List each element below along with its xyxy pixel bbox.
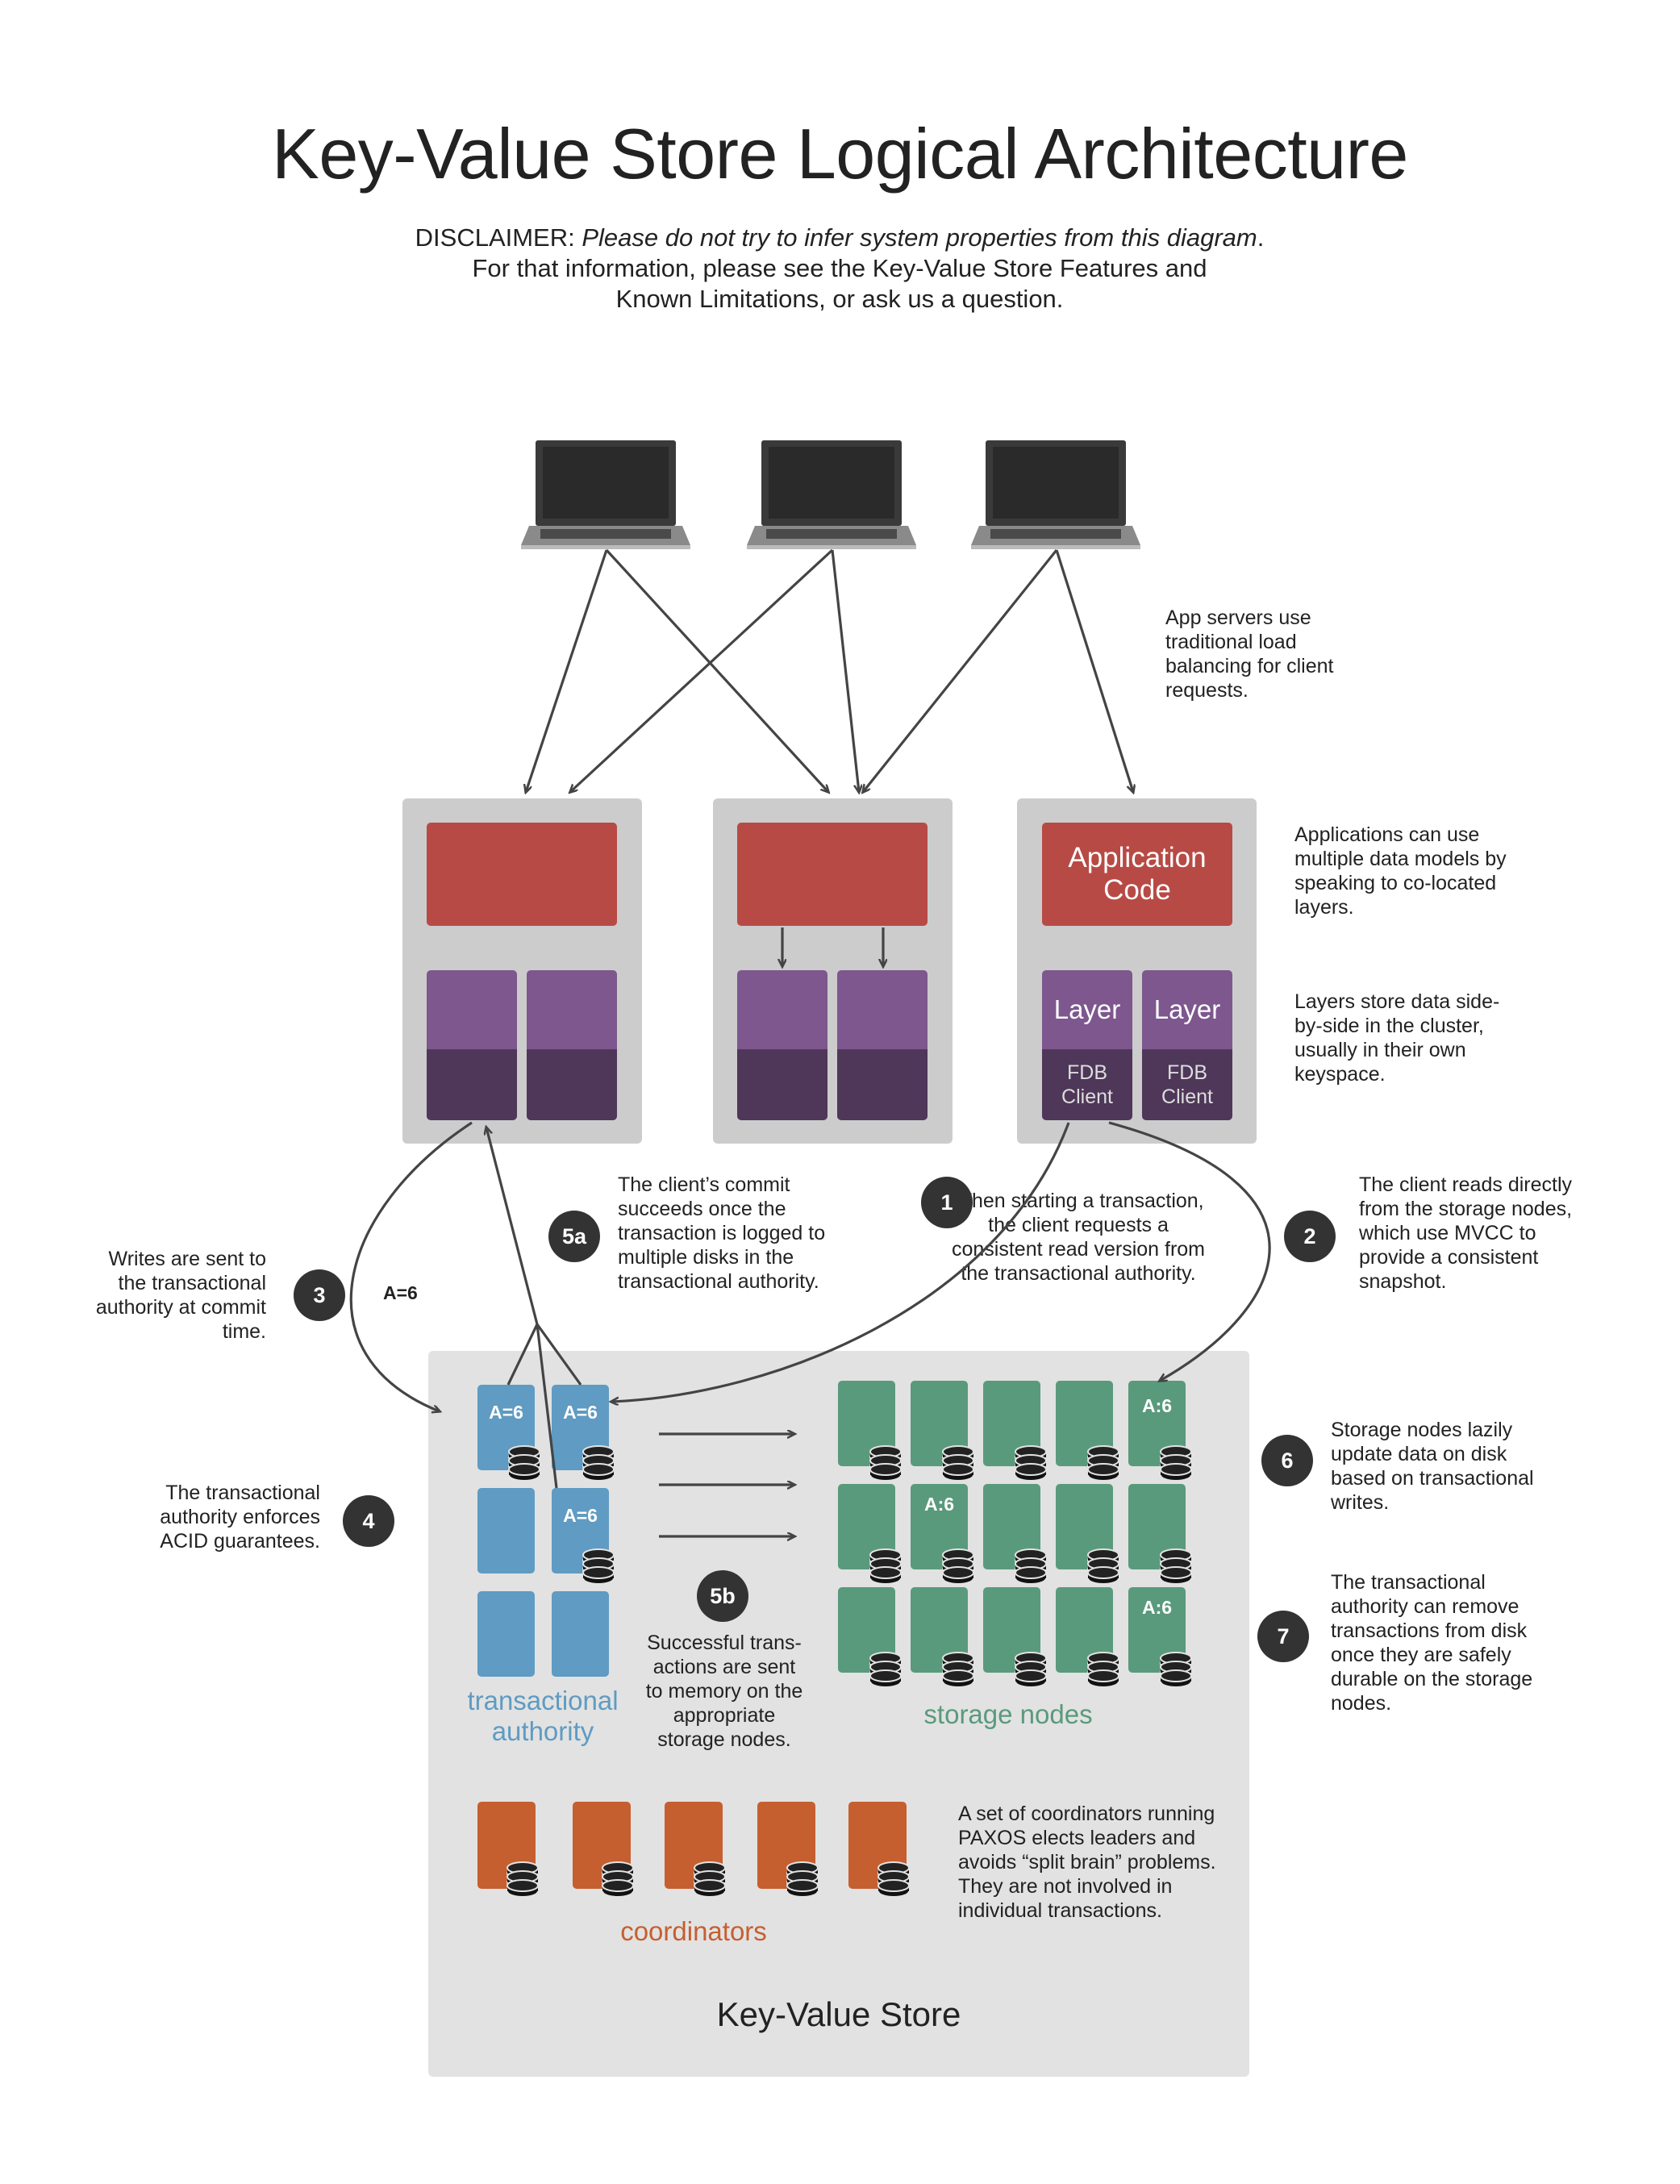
ta-node-6: [552, 1591, 609, 1677]
step-badge-2: 2: [1284, 1211, 1336, 1262]
disclaimer-period: .: [1257, 223, 1265, 252]
note-step5b: Successful trans-actions are sent to mem…: [645, 1632, 803, 1751]
ta-node-label: A=6: [563, 1402, 598, 1423]
step-badge-7: 7: [1257, 1611, 1309, 1662]
note-step3: Writes are sent to the transactional aut…: [95, 1248, 266, 1343]
application-code-label: Application Code: [1068, 842, 1207, 906]
disk-icon: [942, 1652, 974, 1688]
step-badge-5b: 5b: [697, 1570, 748, 1622]
key-value-store-label: Key-Value Store: [716, 1995, 961, 2033]
commit-ack-line: [536, 1323, 582, 1386]
storage-node-label: A:6: [1141, 1597, 1173, 1618]
disk-icon: [942, 1445, 974, 1482]
disk-icon: [582, 1548, 615, 1585]
laptop-icon: [521, 440, 690, 549]
lb-arrow: [831, 549, 859, 792]
disclaimer-line2: For that information, please see the Key…: [472, 254, 1207, 282]
application-code-block-2: [737, 823, 928, 926]
disk-icon: [1160, 1548, 1192, 1585]
disk-icon: [1015, 1652, 1047, 1688]
disk-icon: [602, 1861, 634, 1898]
note-app-servers: App servers use traditional load balanci…: [1165, 606, 1334, 702]
disk-icon: [878, 1861, 910, 1898]
fdb-client-label: FDB Client: [1142, 1049, 1232, 1120]
lb-arrow: [863, 549, 1058, 792]
note-step6: Storage nodes lazily update data on disk…: [1331, 1419, 1534, 1514]
disk-icon: [869, 1445, 902, 1482]
disk-icon: [582, 1445, 615, 1482]
disk-icon: [507, 1861, 539, 1898]
disk-icon: [869, 1548, 902, 1585]
disk-icon: [694, 1861, 726, 1898]
step-badge-6: 6: [1261, 1435, 1313, 1486]
transactional-authority-label: transactional authority: [467, 1686, 619, 1746]
step-badge-1: 1: [921, 1177, 973, 1228]
layer-2a: [737, 970, 827, 1120]
note-step2: The client reads directly from the stora…: [1359, 1173, 1573, 1293]
layer-2b: [837, 970, 928, 1120]
write-arrow: [349, 1121, 473, 1411]
lb-arrow: [605, 548, 828, 792]
note-step5a: The client’s commit succeeds once the tr…: [618, 1173, 826, 1293]
note-coordinators: A set of coordinators running PAXOS elec…: [958, 1803, 1216, 1922]
laptop-icon: [971, 440, 1140, 549]
step-badge-4: 4: [343, 1495, 394, 1547]
disk-icon: [1087, 1652, 1119, 1688]
step-badge-5a: 5a: [548, 1211, 600, 1262]
lb-arrow: [526, 549, 608, 792]
disk-icon: [1015, 1548, 1047, 1585]
storage-read-arrow: [1108, 1121, 1271, 1381]
lb-arrow: [570, 548, 834, 792]
layer-label: Layer: [1042, 970, 1132, 1049]
write-value-label: A=6: [383, 1282, 418, 1303]
disk-icon: [869, 1652, 902, 1688]
coordinators-label: coordinators: [620, 1916, 767, 1946]
fdb-client-label: FDB Client: [1042, 1049, 1132, 1120]
disk-icon: [1160, 1445, 1192, 1482]
disclaimer-label: DISCLAIMER:: [415, 223, 582, 252]
note-layers: Layers store data side-by-side in the cl…: [1294, 990, 1500, 1086]
disk-icon: [1087, 1445, 1119, 1482]
note-step1: When starting a transaction, the client …: [951, 1190, 1206, 1285]
disk-icon: [1160, 1652, 1192, 1688]
storage-node-label: A:6: [923, 1494, 955, 1515]
layer-1a: [427, 970, 517, 1120]
ta-node-5: [477, 1591, 535, 1677]
page-title: Key-Value Store Logical Architecture: [272, 114, 1408, 194]
ta-node-label: A=6: [489, 1402, 523, 1423]
read-version-arrow: [611, 1122, 1070, 1402]
lb-arrow: [1055, 549, 1133, 792]
storage-nodes-label: storage nodes: [923, 1699, 1093, 1729]
note-applications: Applications can use multiple data model…: [1294, 823, 1507, 919]
ta-node-3: [477, 1488, 535, 1573]
commit-ack-line: [507, 1323, 539, 1386]
disclaimer: DISCLAIMER: Please do not try to infer s…: [315, 223, 1364, 315]
ta-node-label: A=6: [563, 1505, 598, 1526]
disclaimer-italic: Please do not try to infer system proper…: [582, 223, 1257, 252]
laptop-icon: [747, 440, 916, 549]
disclaimer-line3: Known Limitations, or ask us a question.: [615, 285, 1064, 313]
disk-icon: [1015, 1445, 1047, 1482]
disk-icon: [786, 1861, 819, 1898]
commit-ack-line: [536, 1323, 558, 1489]
storage-node-label: A:6: [1141, 1395, 1173, 1416]
layer-3a: Layer FDB Client: [1042, 970, 1132, 1120]
application-code-block-3: Application Code: [1042, 823, 1232, 926]
disk-icon: [942, 1548, 974, 1585]
commit-ack-arrow: [486, 1127, 539, 1325]
note-step7: The transactional authority can remove t…: [1331, 1571, 1533, 1715]
disk-icon: [1087, 1548, 1119, 1585]
application-code-block-1: [427, 823, 617, 926]
step-badge-3: 3: [294, 1269, 345, 1321]
note-step4: The transactional authority enforces ACI…: [160, 1482, 320, 1553]
layer-3b: Layer FDB Client: [1142, 970, 1232, 1120]
disk-icon: [508, 1445, 540, 1482]
layer-label: Layer: [1142, 970, 1232, 1049]
layer-1b: [527, 970, 617, 1120]
